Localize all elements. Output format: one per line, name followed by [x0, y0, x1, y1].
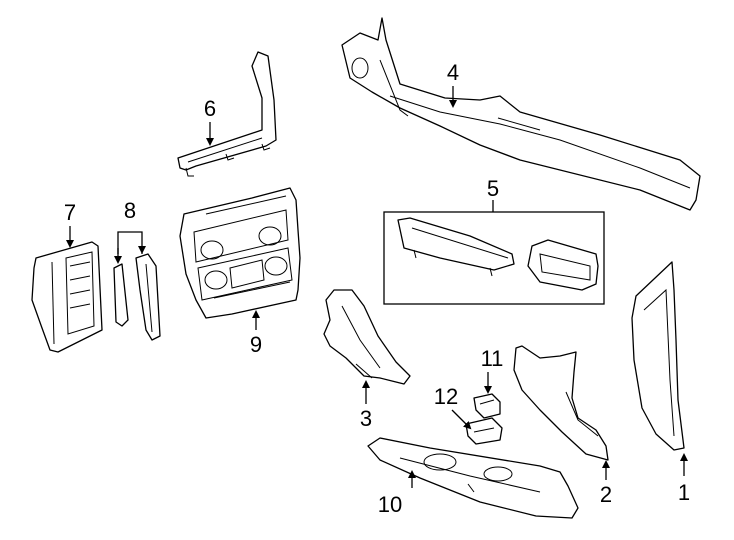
part-9-center-bezel [179, 187, 301, 319]
part-12-clip [465, 417, 503, 445]
callout-7: 7 [64, 200, 76, 225]
part-5-inset [383, 211, 605, 305]
callout-8: 8 [124, 198, 136, 223]
callout-6: 6 [204, 96, 216, 121]
part-7-module [31, 241, 103, 353]
part-2-console-side [513, 345, 609, 461]
callout-2: 2 [600, 482, 612, 507]
callout-1: 1 [678, 480, 690, 505]
leader-lines [66, 86, 688, 488]
callout-10: 10 [378, 492, 402, 517]
part-8-trim-strips [113, 253, 161, 341]
callout-9: 9 [250, 332, 262, 357]
callout-11: 11 [481, 346, 504, 371]
callout-12: 12 [434, 384, 458, 409]
callout-5: 5 [487, 176, 499, 201]
part-11-clip [473, 393, 501, 419]
callout-3: 3 [360, 406, 372, 431]
part-3-support [323, 289, 411, 385]
part-1-side-trim [631, 261, 685, 451]
callout-4: 4 [447, 60, 459, 85]
part-10-lower-tray [367, 437, 579, 519]
part-6-bracket [177, 51, 277, 177]
part-4-upper-dash-panel [341, 17, 701, 211]
